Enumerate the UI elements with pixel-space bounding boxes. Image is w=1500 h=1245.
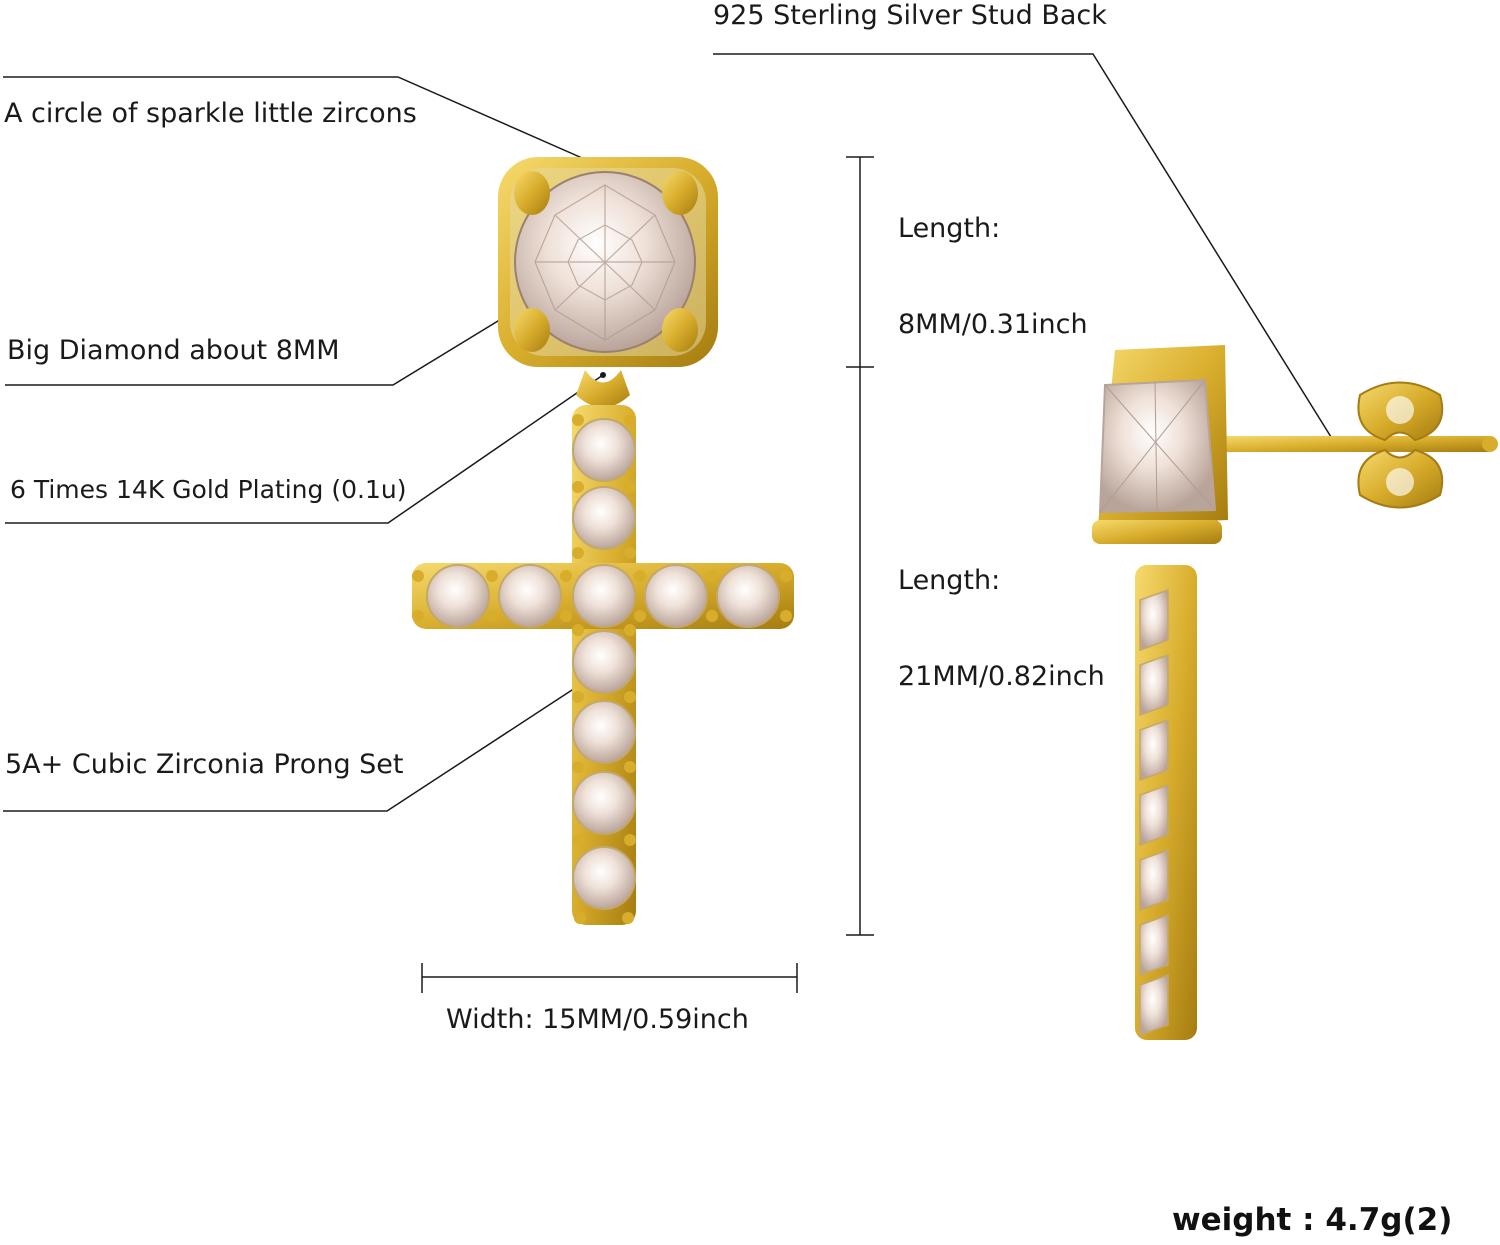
- width-label: Width: 15MM/0.59inch: [446, 1004, 749, 1035]
- leader-line-plating: [5, 374, 604, 524]
- leader-lines: [3, 53, 1337, 812]
- cross-length-value: 21MM/0.82inch: [898, 661, 1105, 692]
- front-cross: [412, 405, 794, 925]
- leader-line-halo: [3, 76, 599, 166]
- halo-label: A circle of sparkle little zircons: [4, 98, 417, 129]
- front-stud: [498, 157, 718, 408]
- side-stud: [1092, 345, 1498, 1040]
- stud-back-label: 925 Sterling Silver Stud Back: [713, 0, 1107, 31]
- width-dimension-line: [421, 963, 798, 993]
- stud-length-label: Length:: [898, 213, 1001, 244]
- leader-line-stud-back: [713, 53, 1337, 446]
- cross-length-label: Length:: [898, 565, 1001, 596]
- leader-line-prong-set: [3, 672, 599, 812]
- weight-label: weight : 4.7g(2): [1172, 1202, 1453, 1238]
- prong-set-label: 5A+ Cubic Zirconia Prong Set: [5, 749, 404, 780]
- length-dimension-line: [846, 156, 874, 936]
- big-diamond-label: Big Diamond about 8MM: [7, 335, 340, 366]
- plating-label: 6 Times 14K Gold Plating (0.1u): [10, 475, 407, 504]
- stud-length-value: 8MM/0.31inch: [898, 309, 1088, 340]
